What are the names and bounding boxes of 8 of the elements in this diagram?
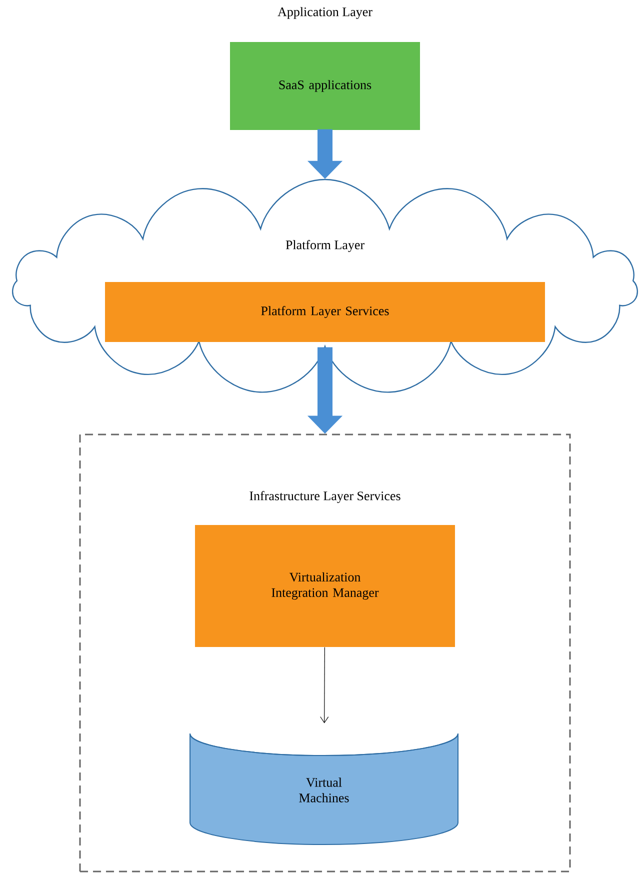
service-box: Platform Layer Services (105, 282, 545, 342)
database-cylinder: Virtual Machines (190, 733, 458, 845)
service-box: Virtualization Integration Manager (195, 525, 455, 647)
arrow (320, 646, 329, 724)
layer-heading: Infrastructure Layer Services (250, 491, 400, 503)
layer-heading: Platform Layer (286, 240, 364, 252)
application-box: SaaS applications (230, 42, 420, 130)
layer-heading: Application Layer (278, 7, 372, 19)
